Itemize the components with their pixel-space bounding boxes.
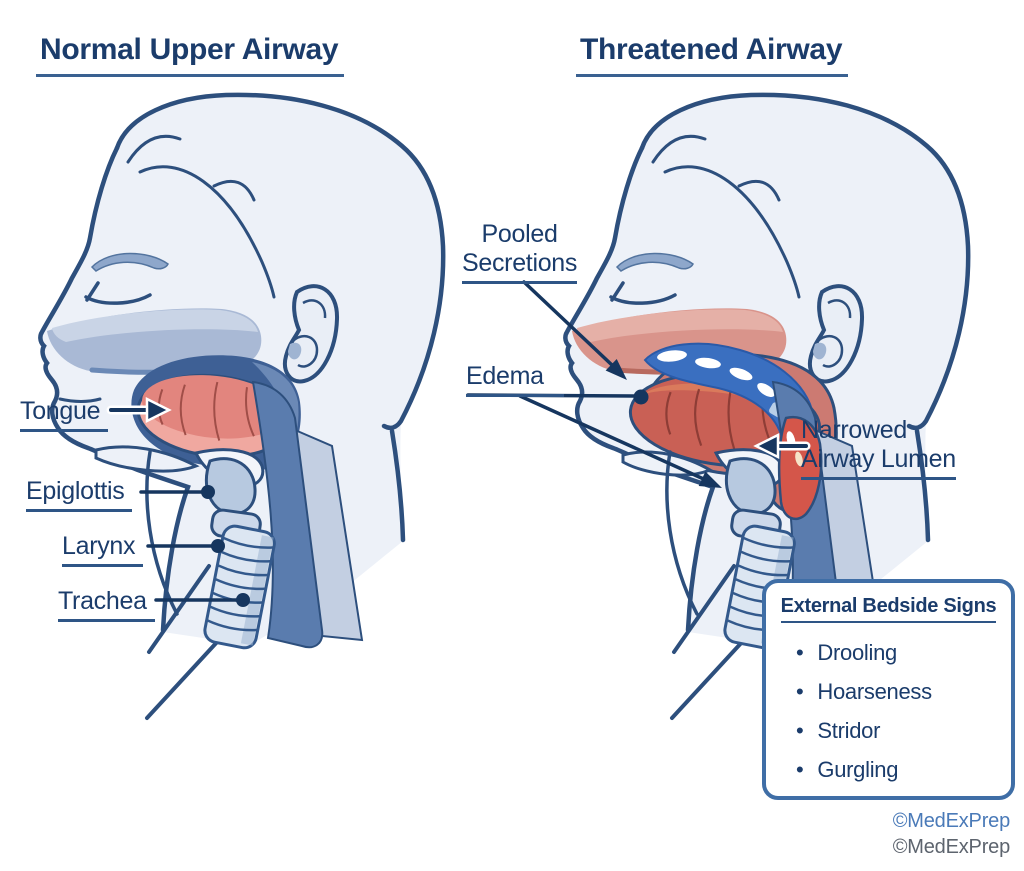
mouth-floor — [94, 445, 200, 473]
watermark-medexprep-blue: ©MedExPrep — [892, 810, 1010, 832]
bullet-icon: • — [796, 718, 804, 743]
label-pooled-secretions-line2: Secretions — [462, 248, 578, 277]
left-panel-title: Normal Upper Airway — [36, 33, 345, 77]
label-edema: Edema — [466, 362, 564, 397]
signs-item-label: Stridor — [817, 718, 881, 743]
normal-airway-figure — [40, 95, 443, 718]
narrowed-airway-arrow — [753, 432, 811, 460]
signs-item-label: Hoarseness — [817, 679, 932, 704]
bullet-icon: • — [796, 757, 804, 782]
external-bedside-signs-box: External Bedside Signs • Drooling • Hoarse… — [762, 579, 1015, 800]
label-narrowed-line2: Airway Lumen — [801, 444, 956, 473]
epiglottis-leader — [139, 485, 215, 499]
label-tongue: Tongue — [20, 397, 109, 432]
label-pooled-secretions: Pooled Secretions — [462, 220, 577, 284]
signs-item-hoarseness: • Hoarseness — [766, 672, 1011, 711]
threatened-airway-figure — [565, 95, 968, 718]
larynx-leader — [146, 539, 225, 553]
signs-item-label: Drooling — [817, 640, 897, 665]
bullet-icon: • — [796, 679, 804, 704]
lip-line — [58, 397, 102, 403]
trachea-leader — [154, 593, 250, 607]
nasal-cavity-highlight — [52, 309, 258, 342]
label-larynx: Larynx — [62, 532, 144, 567]
pooled-secretions-leader — [522, 280, 627, 380]
watermark-medexprep-gray: ©MedExPrep — [892, 836, 1010, 858]
soft-palate — [252, 362, 299, 456]
bullet-icon: • — [796, 640, 804, 665]
signs-item-drooling: • Drooling — [766, 633, 1011, 672]
label-trachea: Trachea — [58, 587, 155, 622]
signs-item-label: Gurgling — [817, 757, 899, 782]
edema-leader-epiglottis — [518, 394, 722, 488]
signs-item-stridor: • Stridor — [766, 711, 1011, 750]
right-panel-title: Threatened Airway — [576, 33, 849, 77]
label-pooled-secretions-line1: Pooled — [481, 220, 558, 248]
signs-box-title: External Bedside Signs — [780, 595, 997, 623]
signs-item-gurgling: • Gurgling — [766, 750, 1011, 789]
label-epiglottis: Epiglottis — [26, 477, 133, 512]
label-narrowed-airway-lumen: Narrowed Airway Lumen — [801, 416, 956, 480]
tongue-arrow — [106, 396, 172, 424]
label-narrowed-line1: Narrowed — [801, 416, 907, 444]
